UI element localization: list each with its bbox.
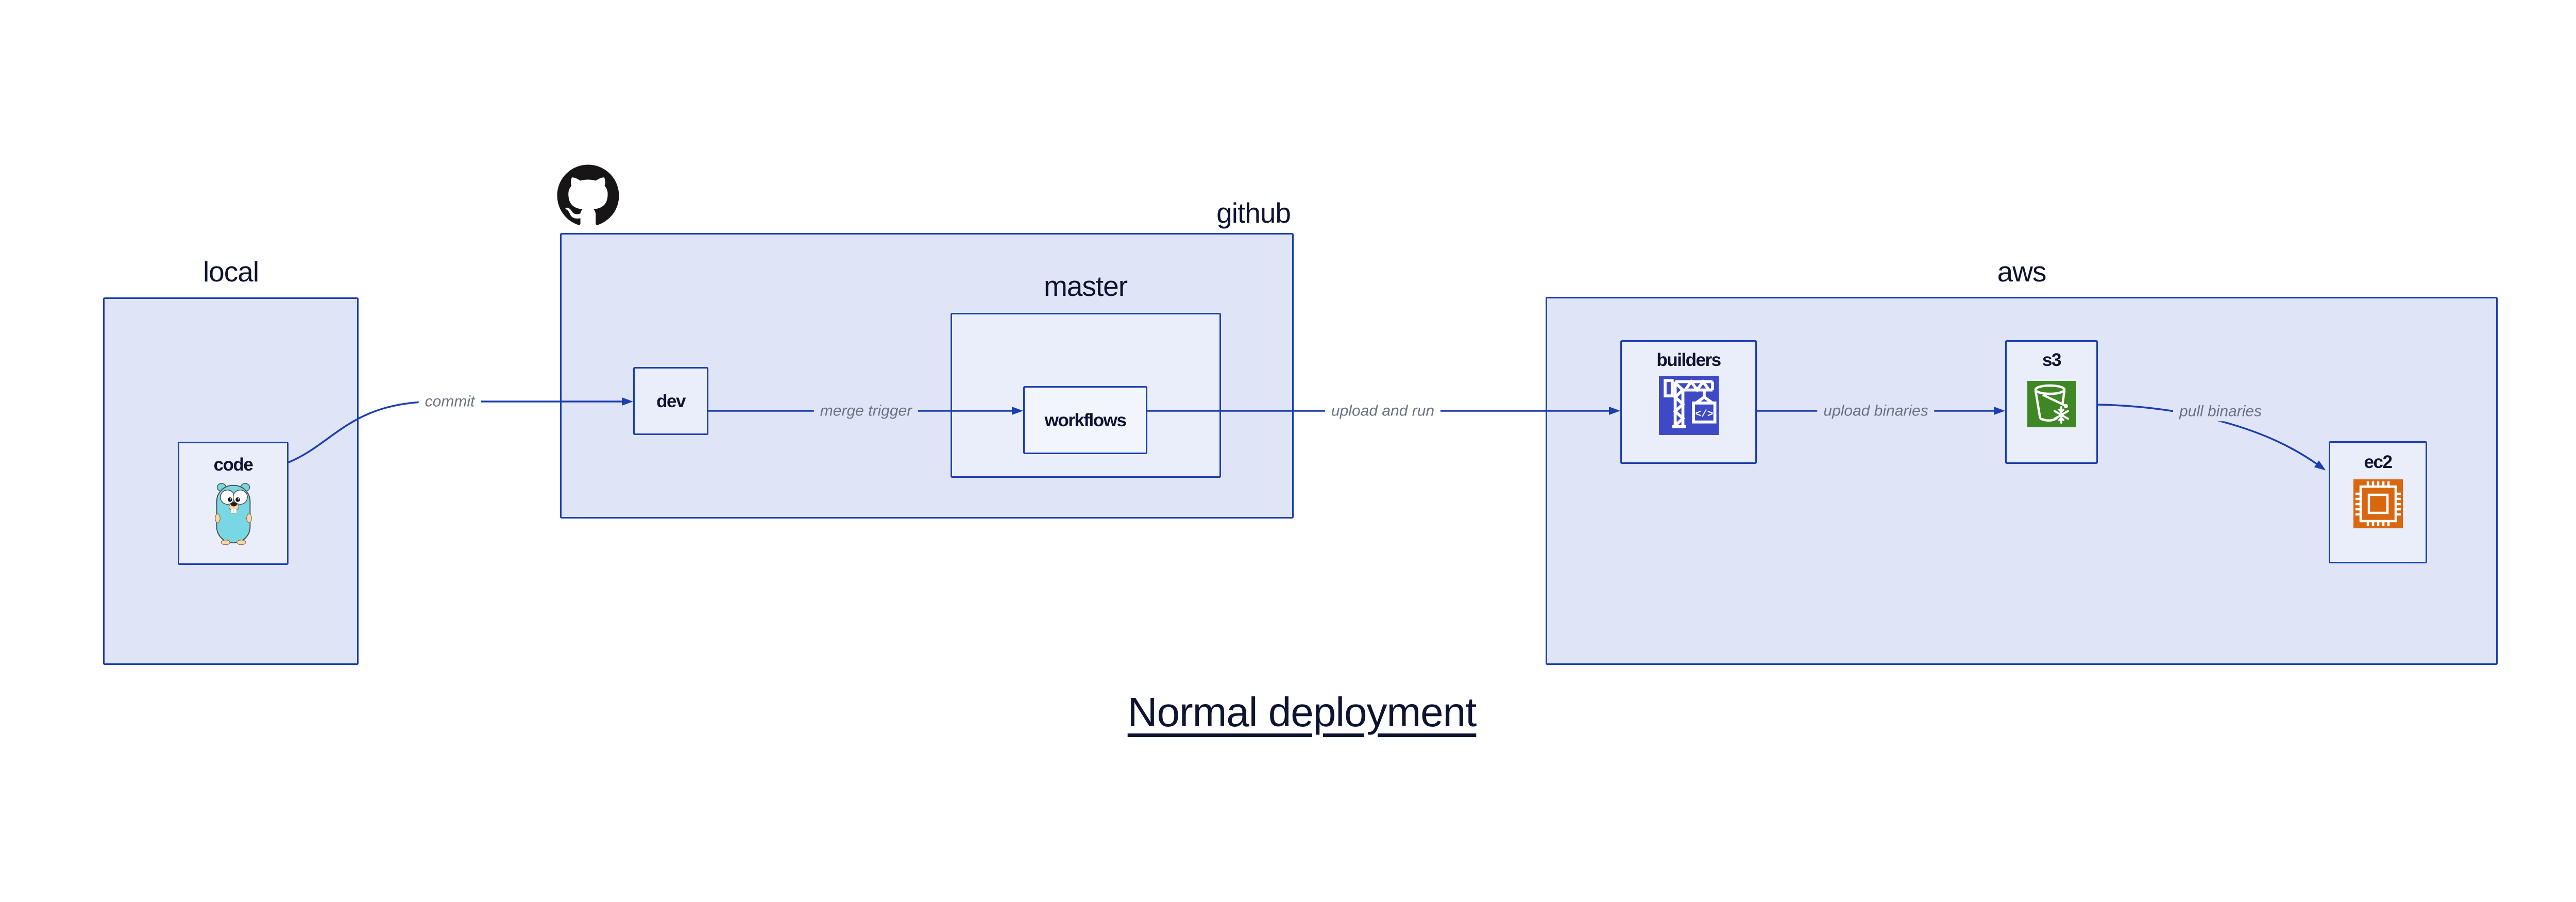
github-group-label: github bbox=[1216, 197, 1291, 229]
workflows-node-box: workflows bbox=[1023, 386, 1147, 454]
s3-node-box: s3 bbox=[2005, 340, 2098, 464]
code-node-label: code bbox=[213, 455, 253, 475]
codebuild-crane-icon: </> bbox=[1658, 376, 1719, 435]
upload-binaries-edge-label: upload binaries bbox=[1817, 401, 1935, 421]
code-glyph: </> bbox=[1695, 408, 1713, 420]
code-node-box: code bbox=[178, 442, 289, 565]
ec2-node-label: ec2 bbox=[2364, 452, 2393, 472]
upload-and-run-edge-label: upload and run bbox=[1325, 401, 1441, 421]
dev-node-label: dev bbox=[656, 391, 686, 411]
go-gopher-icon bbox=[214, 482, 253, 545]
aws-group-label: aws bbox=[1997, 256, 2047, 288]
commit-edge-label: commit bbox=[418, 392, 481, 411]
workflows-node-label: workflows bbox=[1044, 410, 1127, 430]
github-octocat-logo-icon bbox=[556, 164, 620, 226]
pull-binaries-edge-label: pull binaries bbox=[2173, 402, 2268, 421]
builders-node-label: builders bbox=[1656, 350, 1721, 370]
builders-node-box: builders </> bbox=[1620, 340, 1757, 464]
local-group-label: local bbox=[202, 256, 259, 288]
s3-glacier-bucket-icon bbox=[2027, 381, 2076, 427]
merge-trigger-edge-label: merge trigger bbox=[814, 401, 919, 421]
ec2-node-box: ec2 bbox=[2329, 441, 2427, 563]
master-group-label: master bbox=[1043, 270, 1128, 302]
dev-node-box: dev bbox=[633, 367, 708, 435]
diagram-title: Normal deployment bbox=[1127, 689, 1477, 735]
ec2-chip-icon bbox=[2353, 479, 2403, 528]
s3-node-label: s3 bbox=[2042, 350, 2061, 370]
